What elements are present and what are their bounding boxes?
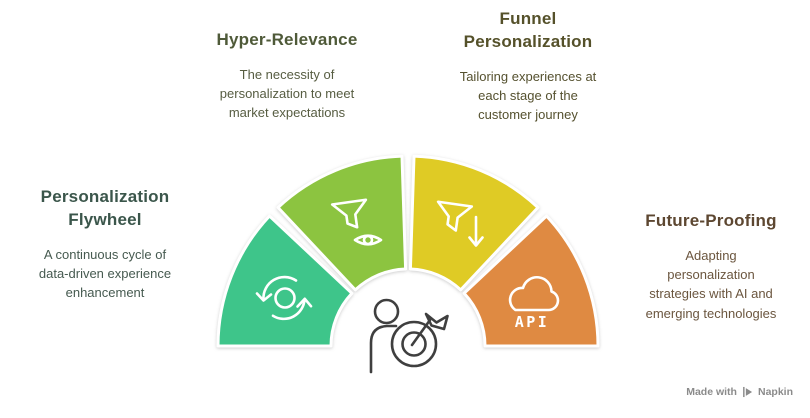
segment-personalization-flywheel (216, 214, 354, 348)
segment-hyper-relevance (276, 154, 408, 292)
section-title: Hyper-Relevance (216, 30, 358, 49)
section-title: Funnel Personalization (463, 9, 593, 51)
section-description: The necessity of personalization to meet… (219, 66, 355, 121)
badge-brand-text: Napkin (757, 386, 793, 398)
section-description: A continuous cycle of data-driven experi… (38, 246, 172, 301)
section-future-proofing: Future-Proofing Adapting personalization… (613, 210, 809, 323)
section-funnel-personalization: Funnel Personalization Tailoring experie… (430, 8, 626, 125)
api-label: API (515, 313, 550, 331)
cycle-arrows-icon (255, 275, 313, 321)
made-with-napkin-badge: Made with Napkin (686, 386, 793, 398)
section-title: Future-Proofing (645, 211, 777, 230)
section-title: Personalization Flywheel (40, 187, 170, 229)
cloud-api-icon: API (508, 276, 560, 331)
funnel-eye-icon (330, 198, 383, 246)
funnel-down-arrow-icon (436, 200, 484, 247)
napkin-logo-icon (742, 386, 753, 398)
section-description: Adapting personalization strategies with… (645, 247, 777, 321)
segment-future-proofing (462, 214, 600, 348)
section-hyper-relevance: Hyper-Relevance The necessity of persona… (189, 29, 385, 123)
section-description: Tailoring experiences at each stage of t… (459, 68, 597, 123)
person-target-icon (369, 298, 449, 374)
segment-funnel-personalization (408, 154, 540, 292)
badge-made-with-text: Made with (686, 386, 737, 398)
section-personalization-flywheel: Personalization Flywheel A continuous cy… (8, 186, 202, 303)
